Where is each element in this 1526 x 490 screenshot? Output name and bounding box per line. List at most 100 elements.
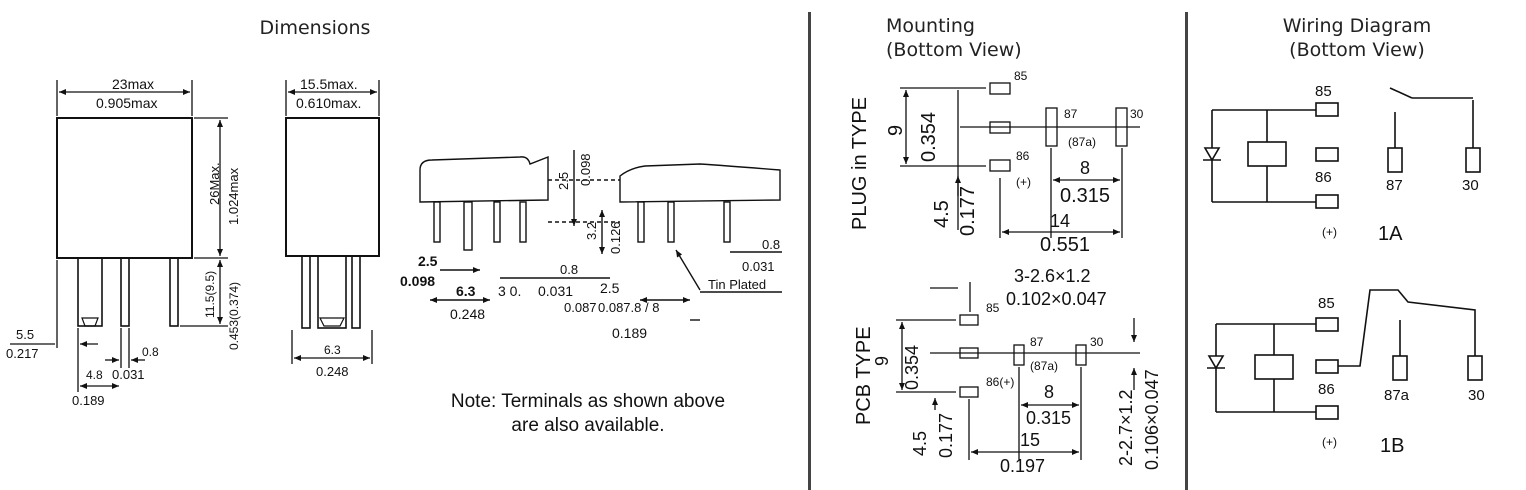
side-width-mm: 15.5max. [300,76,358,92]
plug-p86: 86 [1016,149,1030,163]
pcb-s-mm: 8 [1044,382,1054,402]
pcb-p30: 30 [1090,335,1104,349]
pcb-hole2-mm: 2-2.7×1.2 [1116,389,1136,466]
term-tin-mm: 0.8 [762,237,780,252]
front-pitch-mm: 4.8 [86,368,103,382]
panel-divider-right [1185,12,1188,490]
wiring-1b [1207,289,1483,420]
side-view [285,80,380,364]
mounting-header-line1: Mounting [886,15,975,37]
term-t1-mm: 2.5 [418,253,438,269]
term-t6: 0.087.8 / 8 [598,300,659,315]
front-pitch-in: 0.189 [72,393,105,408]
w1a-plus: (+) [1322,225,1337,239]
terminal-body-left [419,155,549,203]
front-pin-3 [169,257,179,327]
term-h-mm: 3.2 [584,222,599,240]
plug-type [900,82,1140,238]
w1a-p87: 87 [1386,177,1403,194]
plug-s-in: 0.315 [1060,185,1110,207]
term-t4-in: 0.031 [538,283,573,299]
term-top-mm: 2.5 [556,172,571,190]
plug-v-in: 0.354 [918,112,940,162]
w1a-p30: 30 [1462,177,1479,194]
side-pin-left [301,255,311,329]
wiring-1b-labels: 85 86 87a 30 (+) 1B [1318,295,1485,457]
side-width-in: 0.610max. [296,95,361,111]
wiring-header: Wiring Diagram (Bottom View) [1262,14,1452,62]
w1b-plus: (+) [1322,435,1337,449]
pcb-type-labels: PCB TYPE 3-2.6×1.2 0.102×0.047 85 86(+) … [853,266,1162,476]
front-width-mm: 23max [112,76,154,92]
w1b-p87a: 87a [1384,387,1410,404]
pcb-p85: 85 [986,301,1000,315]
front-width-in: 0.905max [96,95,157,111]
front-pin-2 [120,257,130,327]
side-pin-in: 0.248 [316,364,349,379]
terminal-note: Note: Terminals as shown above are also … [418,390,758,438]
front-left-in: 0.217 [6,346,39,361]
w1a-name: 1A [1378,223,1403,245]
front-pinw-mm: 0.8 [142,345,159,359]
pcb-p86: 86(+) [986,375,1014,389]
term-tin-in: 0.031 [742,259,775,274]
note-line1: Note: Terminals as shown above [450,391,726,412]
front-pinw-in: 0.031 [112,367,145,382]
front-view [10,80,228,392]
front-pin-mm: 11.5(9.5) [203,271,217,318]
mounting-header: Mounting (Bottom View) [860,14,1060,62]
term-t2-mm: 6.3 [456,283,476,299]
pcb-type-label: PCB TYPE [853,326,875,425]
terminal-view [419,150,782,321]
terminal-view-labels: 2.5 0.098 6.3 0.248 3 0. 0.8 0.031 2.5 0… [400,153,780,341]
plug-b-mm: 4.5 [931,200,953,228]
pcb-v-mm: 9 [872,356,892,366]
side-view-labels: 15.5max. 0.610max. 6.3 0.248 [296,76,361,379]
side-pin-right [351,255,361,329]
pcb-v-in: 0.354 [902,345,922,390]
pcb-type [896,282,1140,460]
term-t3: 3 0. [498,283,521,299]
plug-b-in: 0.177 [957,186,979,236]
plug-s-mm: 8 [1080,158,1090,178]
term-t7-in: 0.189 [612,325,647,341]
front-height-mm: 26Max. [207,162,222,205]
pcb-p87: 87 [1030,335,1044,349]
w1b-p86: 86 [1318,381,1335,398]
plug-w-in: 0.551 [1040,234,1090,256]
w1b-p30: 30 [1468,387,1485,404]
plug-p87: 87 [1064,107,1078,121]
front-pin-1 [77,257,103,327]
plug-plus: (+) [1016,175,1031,189]
term-t1-in: 0.098 [400,273,435,289]
term-t5-in: 0.087 [564,300,597,315]
plug-p85: 85 [1014,69,1028,83]
panel-divider-left [808,12,811,490]
wiring-header-line2: (Bottom View) [1289,39,1425,61]
dimensions-header: Dimensions [259,17,371,39]
side-pin-mm: 6.3 [324,343,341,357]
pcb-b-in: 0.177 [936,413,956,458]
pcb-hole1-mm: 3-2.6×1.2 [1014,266,1091,286]
plug-w-mm: 14 [1050,211,1070,231]
front-view-labels: 23max 0.905max 26Max. 1.024max 11.5(9.5)… [6,76,241,408]
plug-p30: 30 [1130,107,1144,121]
pcb-w-in: 0.197 [1000,456,1045,476]
pcb-w-mm: 15 [1020,430,1040,450]
mounting-header-line2: (Bottom View) [886,39,1022,61]
pcb-b-mm: 4.5 [910,431,930,456]
plug-p87a: (87a) [1068,135,1096,149]
front-left-mm: 5.5 [16,327,34,342]
plug-type-label: PLUG in TYPE [849,97,871,230]
pcb-p87a: (87a) [1030,359,1058,373]
relay-body-side [285,117,380,257]
front-pin-in: 0.453(0.374) [227,282,241,350]
w1a-p86: 86 [1315,169,1332,186]
terminal-body-right [619,163,781,203]
wiring-1a [1203,87,1481,209]
pcb-hole1-in: 0.102×0.047 [1006,289,1107,309]
term-t5-mm: 2.5 [600,280,620,296]
plug-v-mm: 9 [885,125,907,136]
note-line2: are also available. [511,415,665,436]
